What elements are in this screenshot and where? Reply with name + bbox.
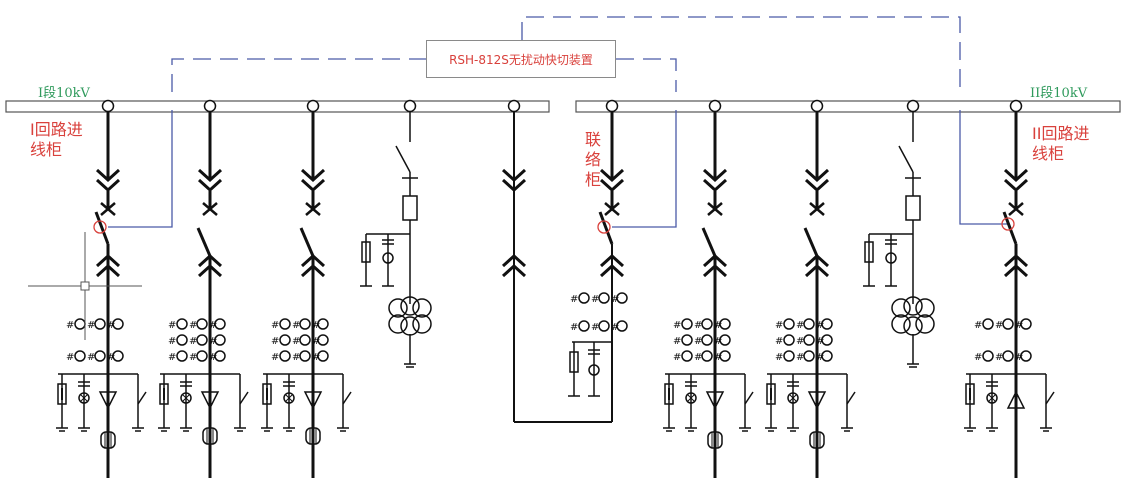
feeder-incoming-2 — [963, 99, 1055, 478]
bus-bar-section-1 — [5, 100, 550, 113]
tie-label-line1: 联 — [585, 130, 602, 149]
feeder-outgoing-4 — [764, 99, 856, 478]
incoming-2-label-line1: II回路进 — [1032, 124, 1090, 143]
bus-label-section-1: I段10kV — [38, 86, 90, 101]
incoming-1-label-line2: 线柜 — [30, 140, 63, 159]
feeder-outgoing-2 — [260, 99, 352, 478]
incoming-2-label-line2: 线柜 — [1032, 144, 1065, 163]
feeder-incoming-1 — [28, 99, 147, 478]
feeder-tie — [568, 99, 628, 422]
incoming-1-label-line1: I回路进 — [30, 120, 83, 139]
bus-label-section-2: II段10kV — [1030, 86, 1088, 101]
feeder-outgoing-3 — [662, 99, 754, 478]
pt-cabinet-2 — [863, 99, 935, 368]
fast-transfer-device-label: RSH-812S无扰动快切装置 — [449, 52, 593, 67]
crosshair-cursor — [28, 232, 142, 340]
signal-lines — [108, 16, 1010, 228]
feeder-outgoing-1 — [157, 99, 249, 478]
tie-label-line3: 柜 — [585, 170, 602, 189]
incoming-2-label: II回路进 线柜 — [1032, 124, 1089, 164]
bus-bar-section-2 — [575, 100, 1121, 113]
pt-cabinet-1 — [360, 99, 432, 368]
incoming-1-label: I回路进 线柜 — [30, 120, 83, 160]
tie-cabinet-label: 联 络 柜 — [585, 130, 601, 190]
fast-transfer-device[interactable]: RSH-812S无扰动快切装置 — [426, 40, 616, 78]
tie-riser — [501, 99, 612, 423]
tie-label-line2: 络 — [585, 150, 602, 169]
